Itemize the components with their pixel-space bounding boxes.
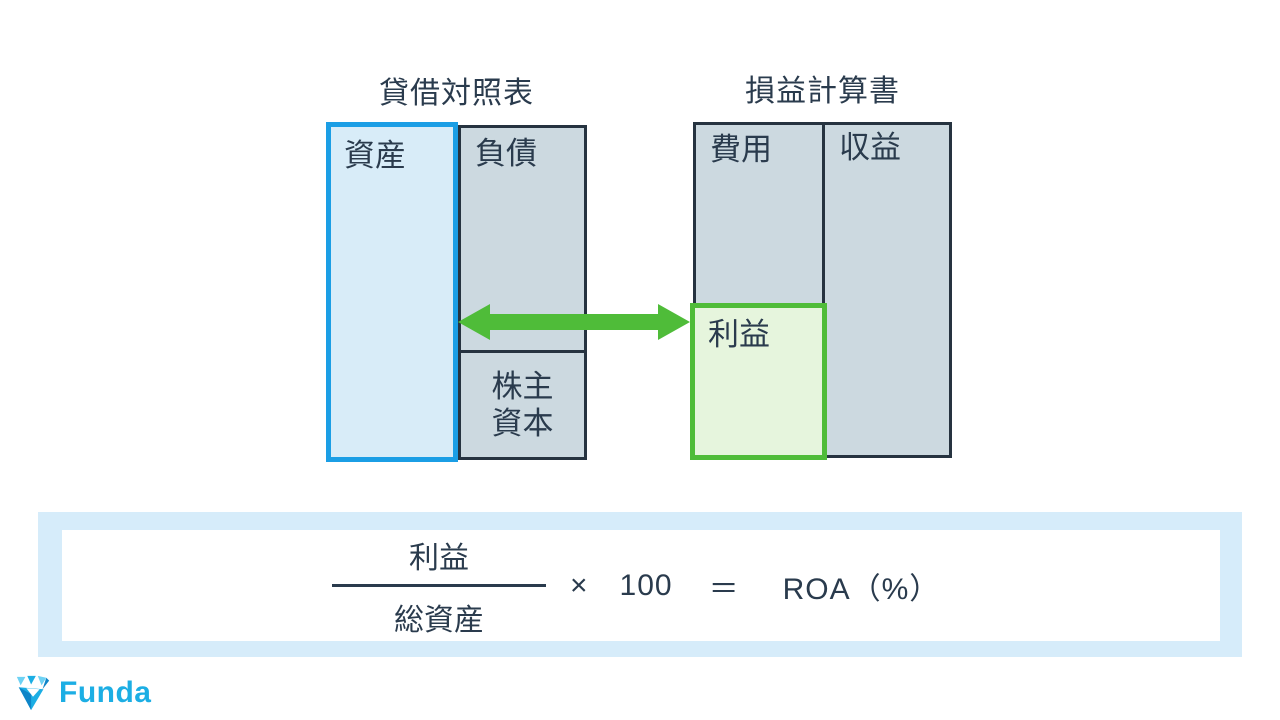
balance-sheet-title: 貸借対照表 (379, 77, 534, 110)
profit-label: 利益 (708, 317, 770, 352)
liabilities-box: 負債 (461, 128, 584, 353)
fraction-bar (332, 583, 546, 587)
fraction-denominator: 総資産 (394, 603, 484, 637)
income-statement-divider (822, 122, 825, 458)
formula-card: 利益 総資産 × 100 ＝ ROA（%） (62, 530, 1220, 641)
expenses-label: 費用 (710, 132, 772, 167)
multiplier-value: 100 (619, 568, 673, 602)
double-arrow-icon (458, 304, 690, 340)
revenue-label: 収益 (839, 130, 901, 165)
brand-name: Funda (59, 676, 152, 709)
equity-label: 株主 資本 (491, 368, 554, 441)
funda-gem-icon (16, 675, 50, 711)
formula-result: ROA（%） (782, 572, 941, 606)
income-statement-title: 損益計算書 (745, 75, 900, 108)
assets-label: 資産 (344, 138, 406, 173)
liabilities-label: 負債 (475, 136, 537, 171)
fraction-numerator: 利益 (409, 541, 469, 575)
multiply-sign: × (570, 568, 588, 602)
brand-logo: Funda (14, 674, 152, 712)
balance-sheet-right-column: 負債 株主 資本 (458, 125, 587, 460)
equity-box: 株主 資本 (461, 353, 584, 457)
assets-box: 資産 (326, 122, 458, 462)
formula-fraction: 利益 総資産 (332, 533, 546, 639)
profit-box: 利益 (690, 303, 827, 460)
equals-sign: ＝ (708, 572, 739, 606)
